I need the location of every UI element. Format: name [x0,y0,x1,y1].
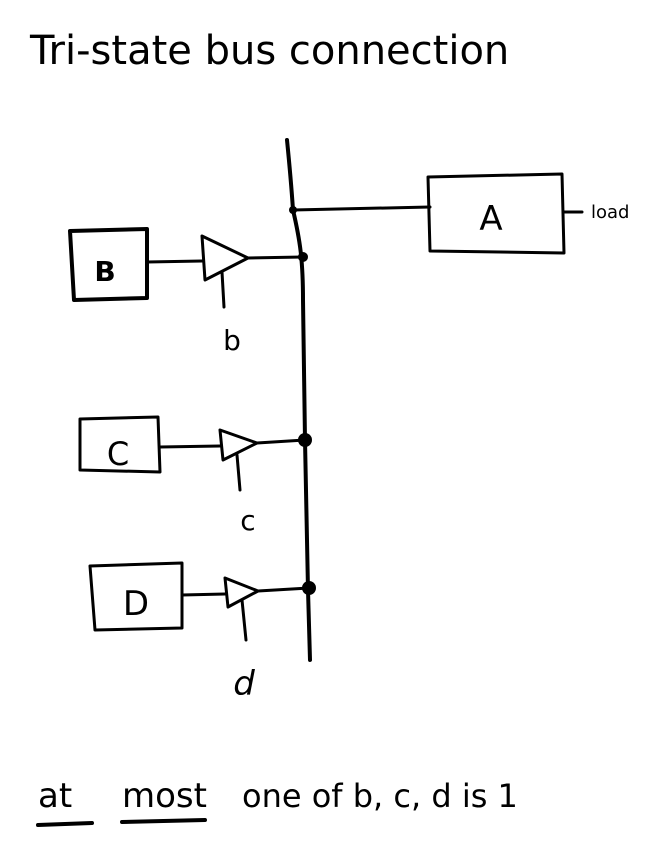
buffer-c [218,428,259,462]
note-emphasis-most: most [122,776,207,816]
register-d-box [88,561,184,632]
wire-d-to-buffer [180,592,227,597]
note-text: one of b, c, d is 1 [242,777,518,815]
enable-d-label: d [233,664,255,704]
bus-line [285,138,312,662]
register-c-label: C [107,435,129,473]
register-b-label: B [94,255,115,288]
register-b-box [68,227,149,302]
note-underline [36,818,207,827]
diagram-title: Tri-state bus connection [29,28,509,74]
register-d-label: D [123,584,149,624]
enable-b-label: b [223,324,241,357]
wire-b-to-buffer [145,259,204,264]
register-c-box [78,415,162,474]
buffer-b [200,234,250,282]
wire-buffer-c-to-bus [255,438,307,445]
enable-c-label: c [240,504,255,537]
wire-bus-to-a [291,205,432,212]
load-label: load [591,202,629,223]
wire-buffer-d-to-bus [256,586,311,593]
wire-buffer-b-to-bus [246,255,305,260]
note-emphasis-at: at [38,776,72,816]
wire-c-to-buffer [158,444,222,449]
register-a-label: A [479,199,502,239]
enable-b-line [220,270,226,309]
enable-d-line [240,598,248,642]
register-a-box [426,172,566,255]
enable-c-line [235,453,242,492]
